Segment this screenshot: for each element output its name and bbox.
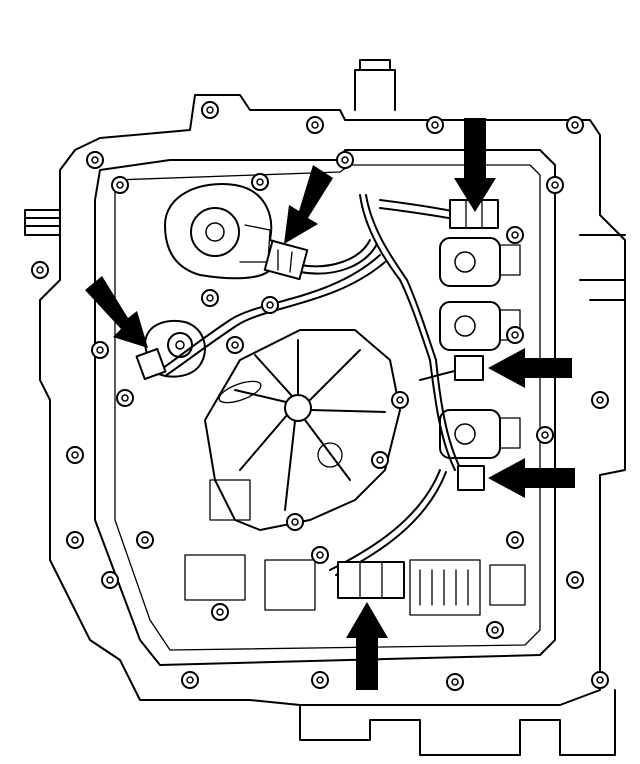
arrow-down-upper-center bbox=[284, 165, 333, 244]
case-top-boss bbox=[354, 59, 396, 111]
lower-valve-pockets bbox=[184, 479, 526, 616]
arrow-left-middle bbox=[488, 348, 572, 388]
case-lower-extension bbox=[299, 689, 616, 756]
arrow-down-left bbox=[85, 276, 148, 348]
case-right-flange bbox=[579, 234, 626, 301]
wiring-harness bbox=[159, 194, 471, 576]
arrow-down-upper-right bbox=[454, 118, 496, 212]
connector-middle-right bbox=[454, 355, 484, 381]
arrow-up-bottom bbox=[346, 602, 388, 690]
bolts bbox=[31, 101, 609, 691]
spoked-cover-plate bbox=[204, 329, 401, 531]
shift-solenoid-middle bbox=[439, 301, 521, 351]
connector-bottom bbox=[337, 561, 405, 599]
connector-pressure-control bbox=[263, 239, 309, 281]
shift-solenoid-upper bbox=[439, 237, 521, 287]
shift-solenoid-lower bbox=[439, 409, 521, 459]
pressure-control-solenoid bbox=[164, 183, 301, 280]
case-left-stud bbox=[24, 209, 61, 236]
connector-left bbox=[135, 347, 167, 381]
arrow-left-lower bbox=[488, 458, 575, 498]
connector-lower-right bbox=[457, 465, 485, 491]
transmission-case-outline bbox=[39, 94, 626, 706]
